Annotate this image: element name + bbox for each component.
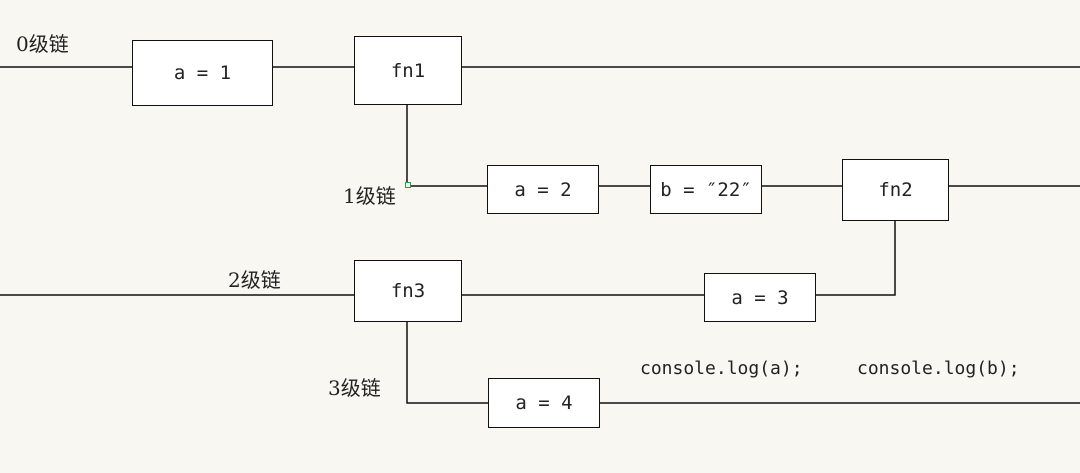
node-a-equals-3[interactable]: a = 3: [704, 273, 816, 322]
connector-selection-handle[interactable]: [405, 182, 411, 188]
node-fn1[interactable]: fn1: [354, 36, 462, 105]
chain-label-level-2: 2级链: [228, 268, 281, 292]
chain-label-level-0: 0级链: [16, 32, 69, 56]
node-fn2[interactable]: fn2: [842, 159, 949, 221]
node-b-equals-22[interactable]: b = ″22″: [650, 165, 762, 214]
node-a-equals-4[interactable]: a = 4: [488, 378, 600, 428]
node-fn3[interactable]: fn3: [354, 260, 462, 322]
code-console-log-b: console.log(b);: [857, 358, 1020, 379]
fn3-to-chain-3-connector: [406, 321, 489, 404]
node-a-equals-1[interactable]: a = 1: [132, 40, 273, 106]
code-console-log-a: console.log(a);: [640, 358, 803, 379]
chain-label-level-3: 3级链: [328, 376, 381, 400]
fn2-to-chain-2-connector: [815, 220, 896, 296]
node-a-equals-2[interactable]: a = 2: [487, 165, 599, 214]
chain-label-level-1: 1级链: [343, 184, 396, 208]
